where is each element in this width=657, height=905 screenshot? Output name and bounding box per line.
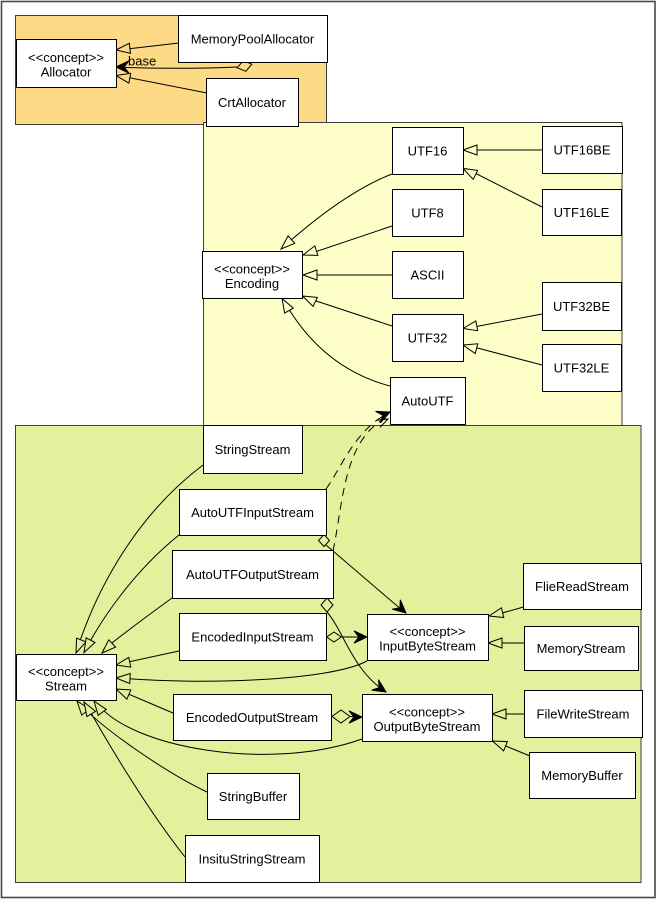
svg-text:MemoryStream: MemoryStream	[537, 641, 626, 656]
svg-text:ASCII: ASCII	[411, 268, 445, 283]
svg-text:<<concept>>: <<concept>>	[214, 262, 290, 277]
svg-text:UTF32LE: UTF32LE	[554, 361, 610, 376]
svg-text:MemoryBuffer: MemoryBuffer	[541, 768, 623, 783]
svg-text:StringBuffer: StringBuffer	[219, 789, 288, 804]
svg-text:UTF16LE: UTF16LE	[554, 205, 610, 220]
svg-text:AutoUTFInputStream: AutoUTFInputStream	[191, 505, 314, 520]
svg-text:UTF16: UTF16	[408, 144, 448, 159]
svg-text:base: base	[128, 54, 156, 69]
svg-text:Encoding: Encoding	[225, 276, 279, 291]
svg-text:<<concept>>: <<concept>>	[389, 705, 465, 720]
svg-text:AutoUTFOutputStream: AutoUTFOutputStream	[186, 567, 319, 582]
svg-text:StringStream: StringStream	[215, 442, 291, 457]
svg-text:UTF32BE: UTF32BE	[553, 299, 610, 314]
svg-text:<<concept>>: <<concept>>	[390, 624, 466, 639]
svg-text:UTF8: UTF8	[411, 206, 444, 221]
svg-text:OutputByteStream: OutputByteStream	[374, 719, 481, 734]
svg-text:UTF16BE: UTF16BE	[553, 143, 610, 158]
svg-text:FileWriteStream: FileWriteStream	[537, 707, 630, 722]
svg-text:EncodedInputStream: EncodedInputStream	[191, 630, 313, 645]
svg-text:Allocator: Allocator	[41, 65, 92, 80]
svg-text:Stream: Stream	[45, 679, 87, 694]
svg-text:InputByteStream: InputByteStream	[379, 639, 476, 654]
svg-text:FlieReadStream: FlieReadStream	[535, 579, 629, 594]
svg-text:InsituStringStream: InsituStringStream	[199, 852, 306, 867]
svg-text:<<concept>>: <<concept>>	[28, 50, 104, 65]
svg-text:UTF32: UTF32	[408, 331, 448, 346]
svg-text:AutoUTF: AutoUTF	[401, 394, 453, 409]
svg-text:<<concept>>: <<concept>>	[28, 664, 104, 679]
svg-text:EncodedOutputStream: EncodedOutputStream	[186, 710, 318, 725]
svg-text:CrtAllocator: CrtAllocator	[218, 95, 287, 110]
svg-text:MemoryPoolAllocator: MemoryPoolAllocator	[191, 32, 315, 47]
